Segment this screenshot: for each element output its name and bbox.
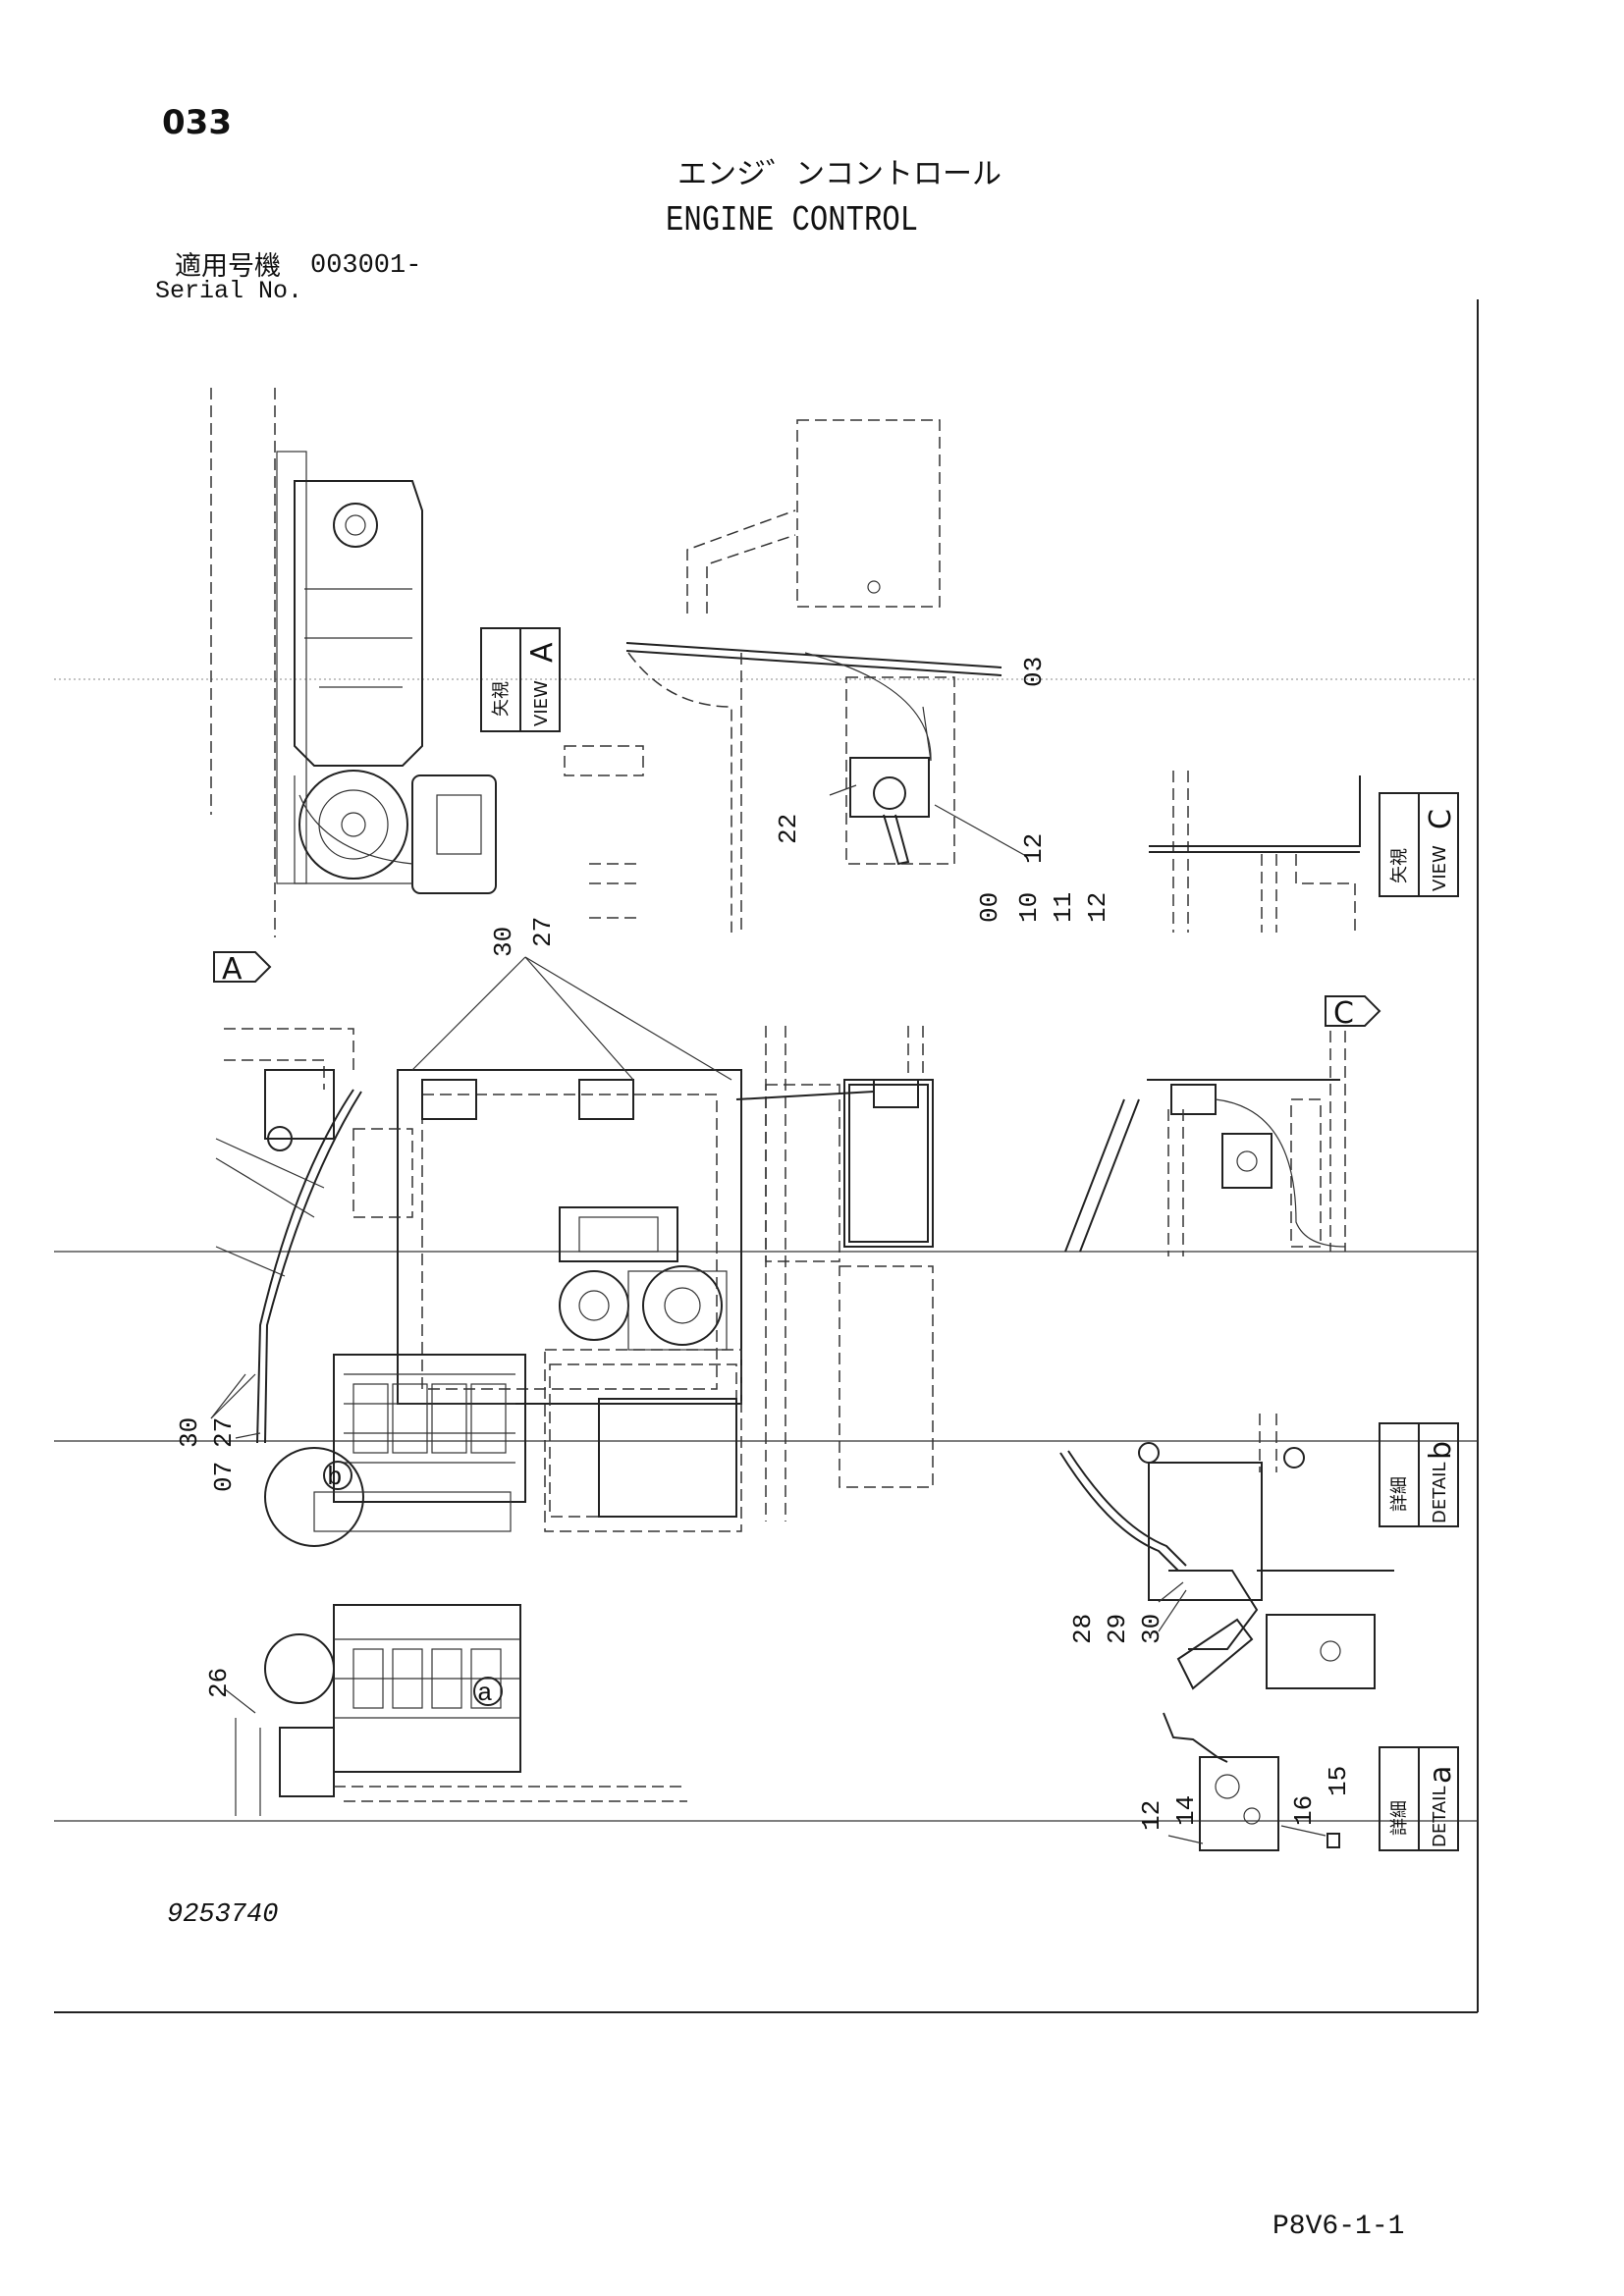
part-label: 07 [209, 1462, 239, 1492]
title-japanese: エンジ゛ンコントロール [677, 157, 1001, 191]
view-box-b: 詳細 DETAIL b [1379, 1422, 1459, 1527]
svg-text:b: b [327, 1463, 343, 1492]
svg-text:C: C [1333, 996, 1354, 1031]
part-label: 28 [1068, 1614, 1098, 1644]
serial-value: 003001- [310, 251, 422, 281]
part-label: 27 [209, 1417, 239, 1448]
svg-text:VIEW: VIEW [531, 680, 552, 726]
view-box-a-detail: 詳細 DETAIL a [1379, 1746, 1459, 1851]
arrow-marker-a: A [213, 951, 272, 987]
main-assembly-drawing [215, 1026, 934, 1547]
svg-text:A: A [222, 952, 243, 987]
part-label: 11 [1049, 892, 1078, 923]
detail-b-drawing [1059, 1414, 1394, 1690]
svg-text:a: a [477, 1679, 493, 1708]
title-english: ENGINE CONTROL [666, 200, 919, 240]
part-label: 15 [1324, 1766, 1353, 1796]
frame [54, 299, 1479, 2013]
svg-text:矢視: 矢視 [491, 681, 512, 717]
leader-lines [210, 706, 1187, 1714]
marker-b: b [323, 1461, 352, 1492]
view-c-drawing [1149, 771, 1361, 933]
serial-label-japanese: 適用号機 [175, 251, 281, 282]
part-label: 27 [528, 917, 558, 947]
arrow-marker-c: C [1325, 995, 1381, 1031]
engine-side-drawing [235, 1604, 687, 1816]
part-label: 30 [489, 927, 518, 957]
svg-text:詳細: 詳細 [1389, 1476, 1410, 1512]
part-label: 10 [1014, 892, 1044, 923]
lever-bracket-drawing [564, 419, 1002, 933]
view-box-c: 矢視 VIEW C [1379, 792, 1459, 897]
part-numbers: 03 22 12 00 10 11 12 30 27 30 27 07 26 2… [175, 657, 1353, 1831]
view-box-a: 矢視 VIEW A [480, 627, 561, 732]
part-label: 22 [774, 814, 803, 844]
serial-label-english: Serial No. [155, 277, 303, 305]
marker-a: a [473, 1677, 503, 1708]
part-label: 12 [1019, 833, 1049, 864]
part-label: 14 [1171, 1795, 1201, 1826]
part-label: 26 [204, 1668, 234, 1698]
page-number: 033 [162, 103, 232, 142]
svg-text:VIEW: VIEW [1430, 845, 1450, 891]
view-c-side-drawing [1064, 1031, 1346, 1256]
part-label: 30 [1137, 1614, 1166, 1644]
part-label: 30 [175, 1417, 204, 1448]
part-label: 29 [1103, 1614, 1132, 1644]
svg-text:DETAIL: DETAIL [1430, 1463, 1450, 1523]
svg-text:A: A [525, 642, 560, 663]
svg-text:詳細: 詳細 [1389, 1800, 1410, 1836]
view-a-drawing [210, 388, 497, 937]
detail-a-drawing [1163, 1712, 1340, 1851]
part-label: 00 [975, 892, 1004, 923]
sheet-code: P8V6-1-1 [1272, 2212, 1405, 2242]
svg-text:矢視: 矢視 [1389, 848, 1410, 883]
svg-text:C: C [1424, 809, 1458, 829]
svg-text:DETAIL: DETAIL [1430, 1787, 1450, 1847]
part-label: 03 [1019, 657, 1049, 687]
drawing-number: 9253740 [167, 1900, 279, 1930]
svg-text:b: b [1424, 1441, 1458, 1460]
part-label: 12 [1083, 892, 1112, 923]
svg-text:a: a [1424, 1766, 1458, 1784]
part-label: 12 [1137, 1800, 1166, 1831]
part-label: 16 [1289, 1795, 1319, 1826]
